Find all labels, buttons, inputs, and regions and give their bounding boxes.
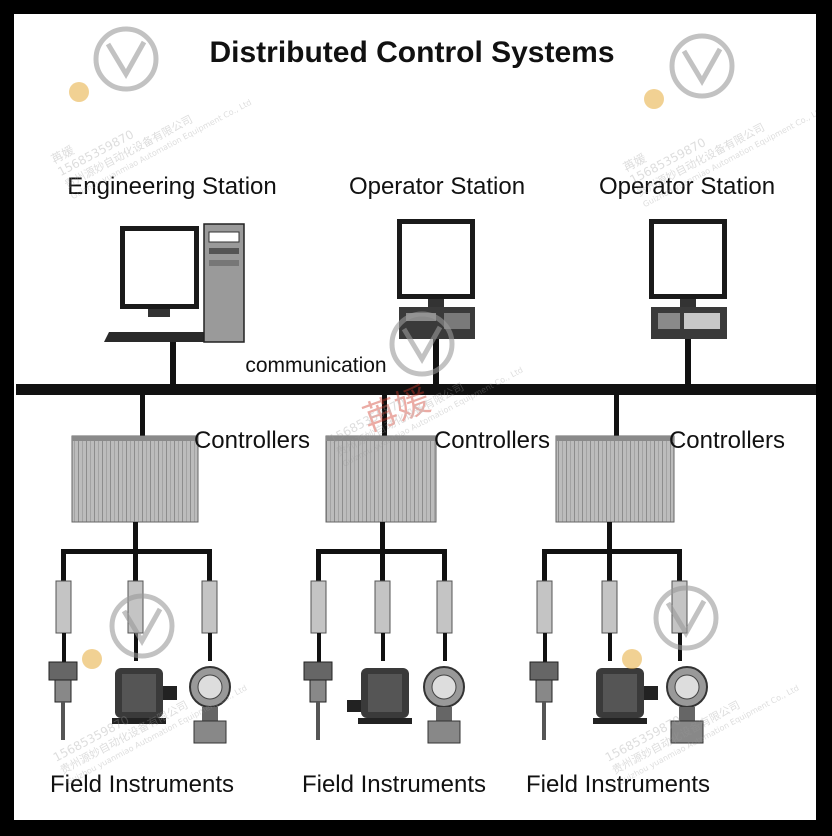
operator-station-1-computer: [397, 219, 475, 339]
station-label-operator-1: Operator Station: [349, 173, 525, 200]
temperature-sensor-2: [303, 661, 333, 740]
controller-label-1: Controllers: [194, 427, 310, 454]
pressure-transmitter-1: [189, 666, 231, 744]
controller-rack-1: [71, 435, 199, 523]
controller-1-drop-line: [140, 395, 145, 439]
operator-2-drop-line: [685, 339, 691, 388]
pressure-transmitter-2: [423, 666, 465, 744]
motor-1: [112, 668, 177, 724]
field-label-3: Field Instruments: [526, 771, 710, 798]
motor-2: [347, 668, 412, 724]
dcs-diagram: Distributed Control Systems Engineering …: [16, 26, 816, 798]
station-label-operator-2: Operator Station: [599, 173, 775, 200]
motor-3: [593, 668, 658, 724]
field-label-2: Field Instruments: [302, 771, 486, 798]
operator-station-2-computer: [649, 219, 727, 339]
engineering-drop-line: [170, 342, 176, 388]
diagram-title: Distributed Control Systems: [209, 36, 614, 69]
diagram-frame: Distributed Control Systems Engineering …: [14, 14, 816, 820]
temperature-sensor-1: [48, 661, 78, 740]
engineering-station-computer: [104, 223, 245, 343]
station-label-engineering: Engineering Station: [67, 173, 276, 200]
field-label-1: Field Instruments: [50, 771, 234, 798]
controller-label-3: Controllers: [669, 427, 785, 454]
controller-rack-3: [555, 435, 675, 523]
field-branch-2: [316, 522, 447, 581]
controller-rack-2: [325, 435, 437, 523]
controller-3-drop-line: [614, 395, 619, 439]
controller-label-2: Controllers: [434, 427, 550, 454]
field-branch-1: [61, 522, 212, 581]
field-branch-3: [542, 522, 682, 581]
bus-label: communication: [245, 354, 386, 377]
temperature-sensor-3: [529, 661, 559, 740]
io-module-connectors: [62, 633, 682, 663]
pressure-transmitter-3: [666, 666, 708, 744]
operator-1-drop-line: [433, 339, 439, 388]
controller-2-drop-line: [382, 395, 387, 439]
communication-bus: [16, 384, 816, 395]
